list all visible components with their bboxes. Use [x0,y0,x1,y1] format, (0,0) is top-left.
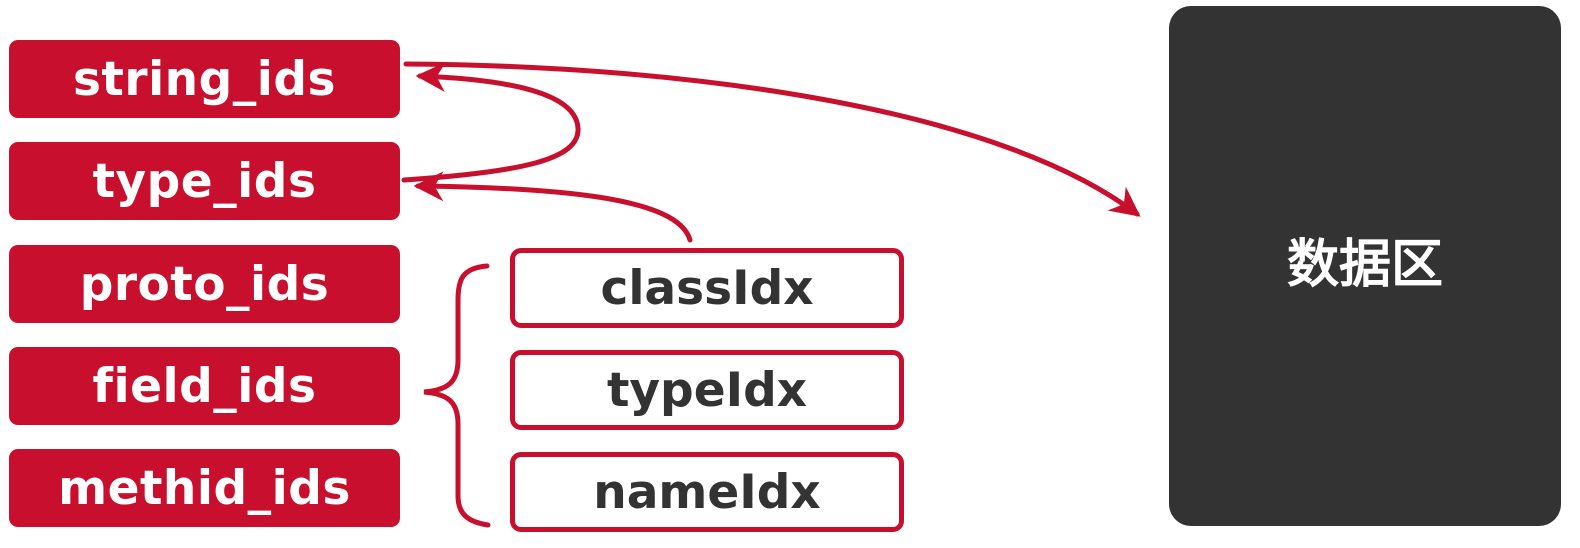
field-ids-box: field_ids [9,347,400,425]
proto-ids-box: proto_ids [9,245,400,323]
type-idx-box: typeIdx [510,350,904,430]
class-idx-to-type-arrow [413,171,693,243]
class-idx-box: classIdx [510,248,904,328]
string-to-data-arrow [403,61,1141,217]
method-ids-label: methid_ids [58,460,351,516]
type-to-string-arrow [401,62,581,183]
field-ids-label: field_ids [92,358,317,414]
field-brace [423,263,491,528]
name-idx-label: nameIdx [593,464,821,520]
name-idx-box: nameIdx [510,452,904,532]
data-area-label: 数据区 [1286,234,1443,295]
string-ids-label: string_ids [72,51,337,107]
type-ids-box: type_ids [9,142,400,220]
method-ids-box: methid_ids [9,449,400,527]
proto-ids-label: proto_ids [79,256,330,312]
type-idx-label: typeIdx [606,362,808,418]
data-area-block: 数据区 [1169,6,1561,526]
string-ids-box: string_ids [9,40,400,118]
type-ids-label: type_ids [92,153,317,209]
class-idx-label: classIdx [600,260,814,316]
